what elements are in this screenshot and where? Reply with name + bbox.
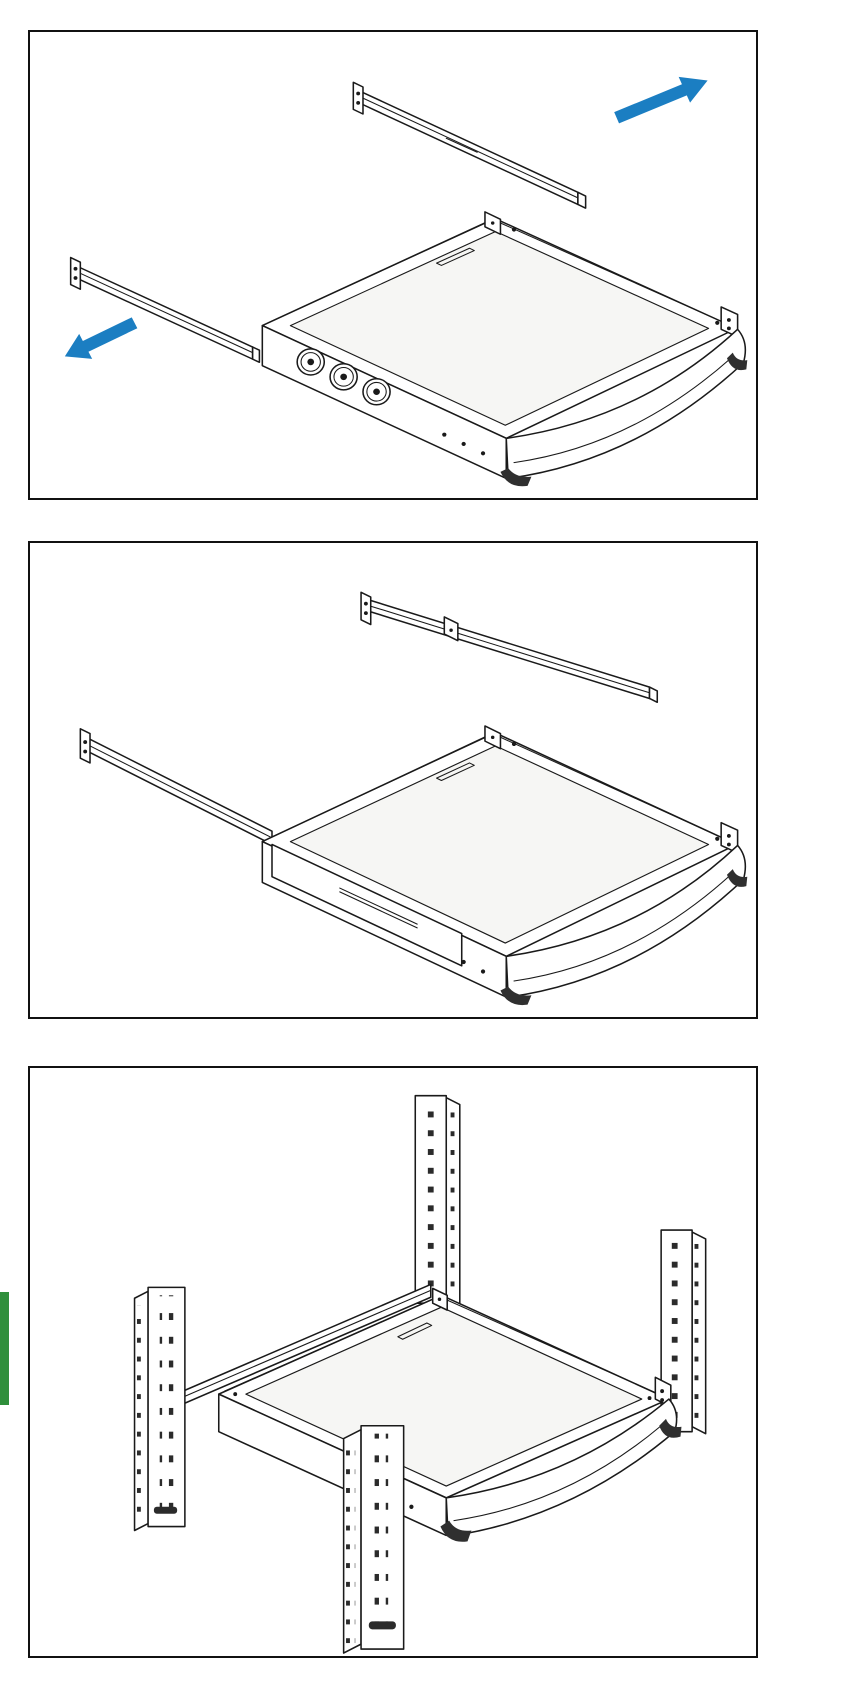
mounting-foot-left bbox=[500, 468, 532, 487]
console-drawer bbox=[217, 1294, 682, 1542]
attached-rail-front bbox=[79, 728, 273, 846]
attached-rail-rear bbox=[360, 591, 659, 704]
page-edge-tab-shape bbox=[0, 1292, 9, 1405]
console-screen-panel bbox=[289, 745, 710, 944]
slide-rail-rear bbox=[352, 81, 587, 209]
mounting-slot bbox=[153, 1506, 178, 1514]
rail-side-plate bbox=[271, 843, 463, 967]
front-bezel bbox=[505, 328, 747, 480]
mounting-slot bbox=[368, 1621, 396, 1630]
front-bezel bbox=[505, 844, 747, 998]
console-drawer bbox=[261, 211, 748, 487]
cable-grommets bbox=[296, 348, 391, 406]
rack-post-front-left bbox=[133, 1286, 186, 1532]
front-bezel bbox=[445, 1398, 678, 1538]
step-3-illustration bbox=[133, 1094, 707, 1654]
mounting-foot-right bbox=[726, 352, 748, 371]
pull-direction-arrow-rear bbox=[614, 76, 708, 124]
mounting-foot-right bbox=[659, 1418, 682, 1438]
figure-panel-step-2 bbox=[28, 541, 758, 1019]
latch-detail bbox=[436, 247, 475, 266]
figure-panel-step-3 bbox=[28, 1066, 758, 1658]
mounting-foot-left bbox=[500, 986, 532, 1006]
rack-post-rear-left bbox=[414, 1094, 461, 1311]
console-screen-panel bbox=[289, 230, 710, 426]
page-edge-tab bbox=[0, 1292, 9, 1405]
console-drawer bbox=[261, 725, 748, 1006]
rack-post-front-right bbox=[342, 1424, 405, 1654]
pull-direction-arrow-front bbox=[64, 317, 138, 359]
figure-panel-step-1 bbox=[28, 30, 758, 500]
latch-detail bbox=[436, 762, 475, 781]
latch-detail bbox=[397, 1322, 433, 1340]
mounting-foot-left bbox=[440, 1520, 472, 1542]
mounting-foot-right bbox=[726, 869, 748, 887]
step-1-illustration bbox=[64, 76, 748, 487]
slide-rail-front bbox=[69, 256, 261, 364]
step-2-illustration bbox=[79, 591, 748, 1006]
